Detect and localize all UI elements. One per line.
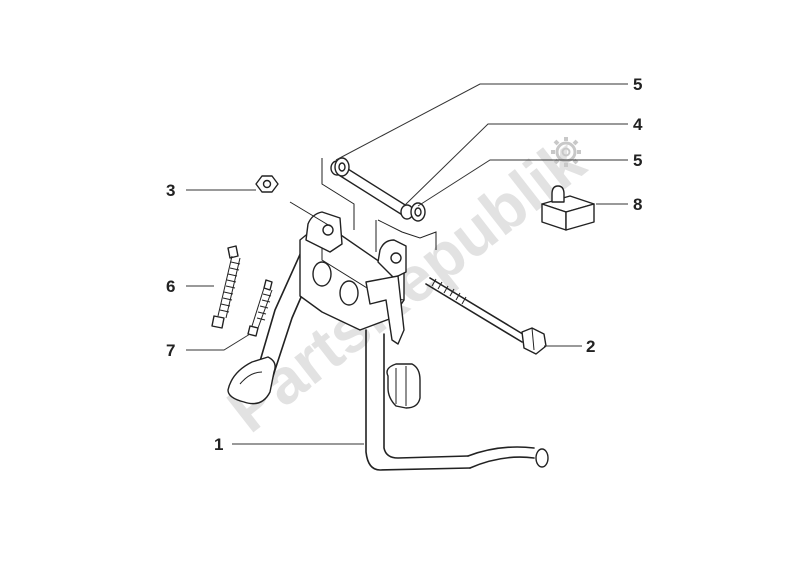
part-6-spring <box>211 245 241 329</box>
callout-2: 2 <box>586 337 595 356</box>
part-3-nut <box>255 175 279 193</box>
part-7-spring <box>247 279 273 337</box>
part-5-washer-upper <box>334 157 350 177</box>
callout-8: 8 <box>633 195 642 214</box>
part-2-bolt <box>425 277 547 355</box>
part-1-main-stand <box>227 211 549 471</box>
callout-1: 1 <box>214 435 223 454</box>
part-5-washer-lower <box>410 202 426 222</box>
part-8-rubber-block <box>541 185 595 231</box>
callout-5-lower: 5 <box>633 151 642 170</box>
callout-labels: 5 4 5 8 3 6 7 2 1 <box>166 75 643 454</box>
callout-6: 6 <box>166 277 175 296</box>
callout-3: 3 <box>166 181 175 200</box>
leader-lines <box>186 83 628 445</box>
callout-4: 4 <box>633 115 643 134</box>
assembly-guide-lines <box>289 158 437 252</box>
callout-7: 7 <box>166 341 175 360</box>
callout-5-upper: 5 <box>633 75 642 94</box>
